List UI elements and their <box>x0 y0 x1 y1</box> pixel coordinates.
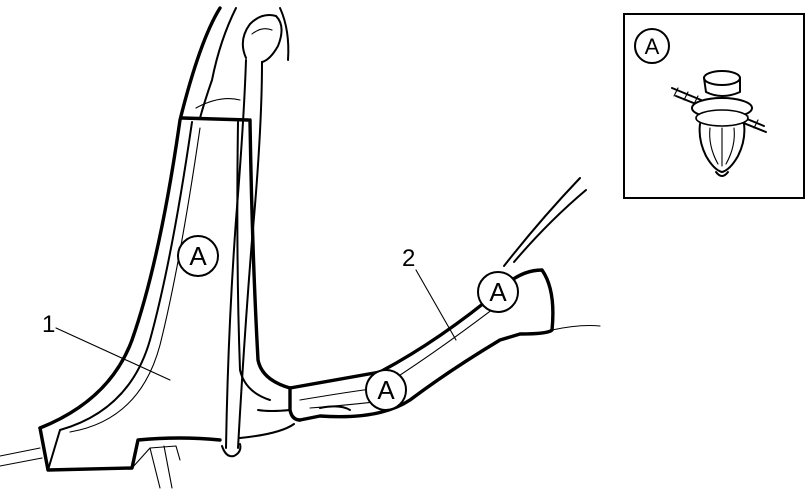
quarter-trim <box>288 177 601 422</box>
push-clip-icon <box>691 70 753 177</box>
callout-panel-lower: A <box>365 369 407 411</box>
clip-detail-inset: A <box>623 13 805 199</box>
label-1: 1 <box>42 311 55 338</box>
callout-panel-lower-letter: A <box>377 375 395 405</box>
callout-panel-upper: A <box>477 271 519 313</box>
label-2-group: 2 <box>402 245 457 341</box>
callout-pillar-letter: A <box>189 241 207 271</box>
callout-pillar: A <box>177 235 219 277</box>
label-2: 2 <box>402 245 415 272</box>
pillar-trim <box>0 6 295 489</box>
callout-panel-upper-letter: A <box>489 277 507 307</box>
label-1-group: 1 <box>42 311 171 381</box>
callout-inset-letter: A <box>645 34 660 59</box>
